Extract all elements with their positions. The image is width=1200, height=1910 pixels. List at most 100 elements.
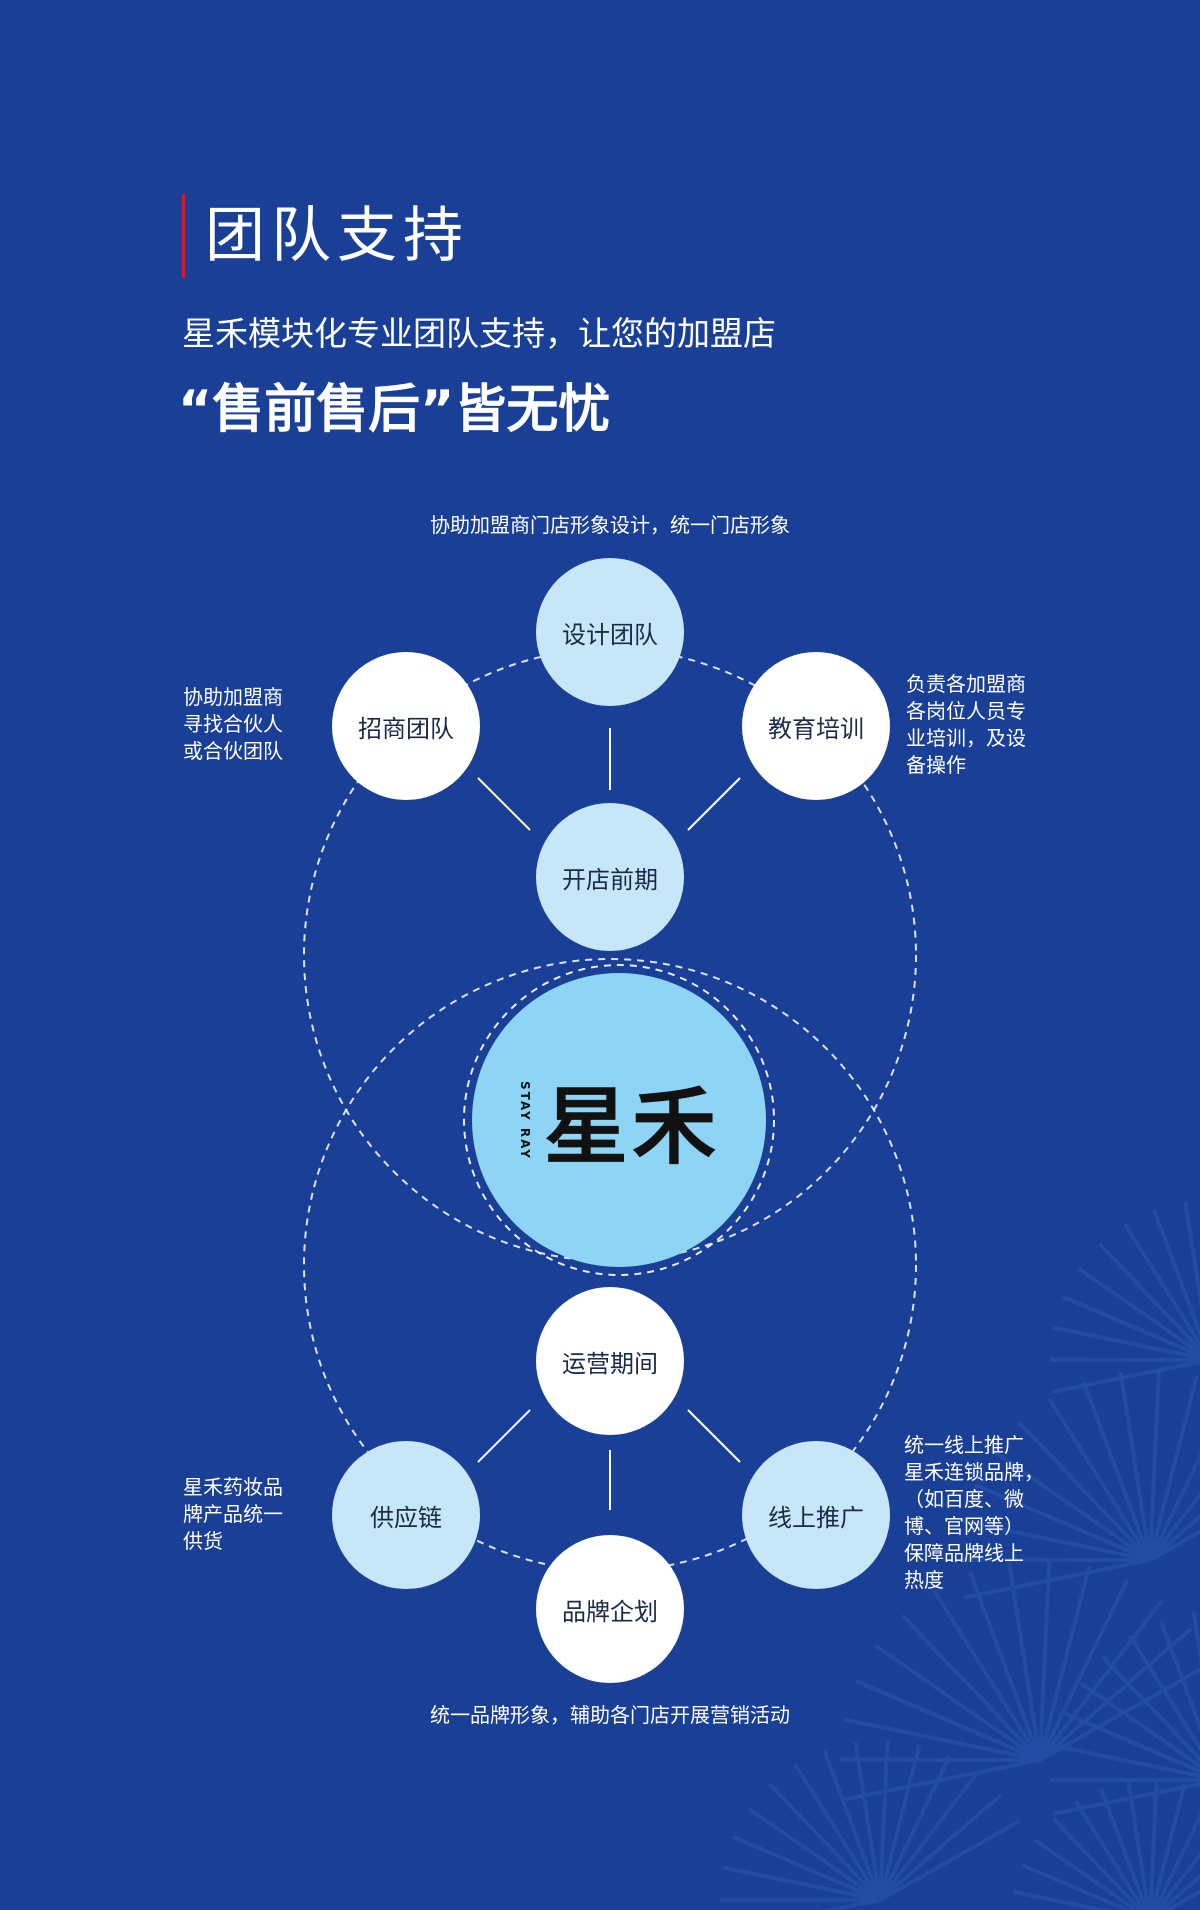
fan-ray [1038,1579,1129,1761]
fan-ray [1079,1681,1200,1769]
fan-ray [1012,1889,1112,1910]
connector-training-hub [687,777,741,831]
orbit-center [463,964,775,1276]
fan-ray [1118,1371,1152,1561]
connector-hub-online [687,1409,741,1463]
node-supply-chain: 供应链 [332,1441,480,1589]
fan-ray [878,1740,890,1901]
fan-ray [1148,1513,1200,1562]
fan-ray [1155,1851,1200,1910]
fan-ray [1047,1397,1152,1562]
desc-design-team: 协助加盟商门店形象设计，统一门店形象 [430,513,790,537]
node-operation-hub: 运营期间 [536,1287,684,1435]
fan-ray [1099,1788,1149,1910]
fan-ray [878,1755,952,1901]
fan-ray [1158,1620,1200,1733]
fan-ray [1148,1491,1200,1562]
fan-ray [732,1834,881,1902]
page-subtitle: 星禾模块化专业团队支持，让您的加盟店 [182,314,776,353]
fan-ray [1158,1873,1200,1910]
fan-ray [1149,1529,1200,1562]
fan-ray [1039,1667,1200,1762]
orbit-upper [303,648,917,1262]
fan-ray [879,1819,1021,1902]
fan-ray [1052,1359,1200,1394]
center-brand-logo: STAY RAY 星禾 [472,973,766,1267]
desc-online-promo: 统一线上推广 星禾连锁品牌， （如百度、微 博、官网等） 保障品牌线上 热度 [904,1433,1044,1592]
fan-ray [1152,1812,1200,1910]
fan-ray [1126,1781,1151,1910]
fan-ray [968,1571,1042,1761]
fan-ray [974,1483,1151,1562]
fan-ray [1053,1743,1200,1778]
fan-ray [1123,1223,1200,1348]
orbit-lower [303,958,917,1572]
fan-ray [1020,1862,1132,1910]
desc-training: 负责各加盟商 各岗位人员专 业培训，及设 备操作 [906,672,1026,777]
desc-recruit-team: 协助加盟商 寻找合伙人 或合伙团队 [183,685,283,763]
node-design-team: 设计团队 [536,558,684,706]
fan-ray [1017,1421,1152,1562]
fan-ray [1128,1634,1200,1752]
fan-ray [1038,1565,1092,1761]
fan-ray [932,1589,1042,1762]
fan-ray [820,1898,881,1910]
fan-ray [878,1744,922,1901]
fan-ray [1062,1294,1200,1358]
fan-ray [1191,1611,1200,1666]
fan-ray [1148,1452,1200,1561]
fan-ray [1148,1370,1161,1561]
node-training: 教育培训 [742,652,890,800]
fan-ray [1148,1780,1159,1910]
fan-ray [1081,1381,1152,1561]
fan-ray [1163,1889,1200,1910]
fan-ray [1150,1783,1187,1910]
fan-ray [1038,1599,1164,1762]
desc-supply-chain: 星禾药妆品 牌产品统一 供货 [183,1475,283,1553]
fan-ray [843,1758,1041,1802]
fan-ray [1148,1375,1199,1561]
page-title: 团队支持 [205,201,469,271]
fan-ray [878,1771,979,1902]
fan-ray [874,1644,1042,1762]
connector-hub-supply [477,1409,531,1463]
fan-ray [843,1717,1041,1762]
node-recruit-team: 招商团队 [332,652,480,800]
fan-ray [1051,1817,1144,1910]
logo-subtext: STAY RAY [517,1080,532,1160]
fan-ray [963,1519,1151,1562]
fan-ray [1183,1201,1200,1309]
fan-ray [963,1558,1151,1600]
fan-ray [1077,1266,1200,1356]
fan-ray [722,1865,881,1902]
fan-ray [878,1793,1003,1902]
fan-ray [793,1763,882,1902]
fan-ray [900,1613,1042,1762]
fan-ray [853,1741,882,1901]
fan-ray [1152,1209,1200,1339]
fan-ray [1063,1711,1200,1774]
fan-ray [1038,1560,1052,1761]
fan-ray [992,1449,1152,1562]
node-pre-open-hub: 开店前期 [536,803,684,951]
fan-ray [1033,1838,1140,1910]
fan-ray [1098,1242,1200,1353]
fan-ray [768,1782,882,1902]
node-brand-planning: 品牌企划 [536,1535,684,1683]
page-headline: “售前售后”皆无忧 [178,380,611,440]
node-online-promo: 线上推广 [742,1441,890,1589]
fan-ray [1038,1627,1193,1762]
fan-ray [1101,1655,1200,1762]
fan-ray [822,1749,882,1901]
fan-ray [1052,1325,1200,1360]
fan-ray [855,1679,1041,1762]
fan-ray [1007,1562,1042,1761]
fan-ray [1074,1800,1147,1910]
connector-recruit-hub [477,777,531,831]
logo-main-text: 星禾 [543,1076,720,1176]
desc-brand-planning: 统一品牌形象，辅助各门店开展营销活动 [430,1703,790,1727]
fan-ray [747,1806,882,1902]
